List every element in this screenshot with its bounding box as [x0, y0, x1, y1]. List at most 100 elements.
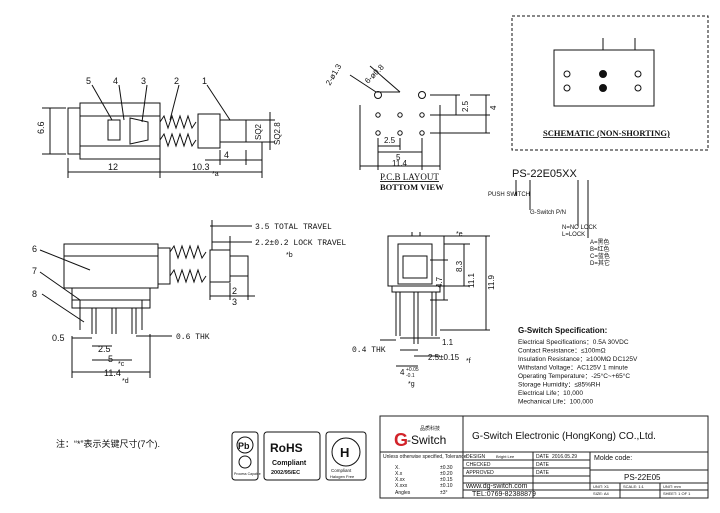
dim-g-mark: *g — [408, 381, 415, 388]
schematic — [511, 15, 709, 151]
hf-label: Halogen Free — [330, 474, 355, 479]
approved-label: APPROVED — [466, 470, 494, 476]
dim-d-mark: *d — [122, 378, 129, 385]
front-view — [39, 220, 255, 378]
label-lock: L=LOCK — [562, 232, 585, 238]
pb-badge — [231, 431, 259, 481]
total-travel: 3.5 TOTAL TRAVEL — [255, 223, 332, 232]
date-label: DATE — [536, 454, 550, 460]
hf-compliant: Compliant — [331, 468, 352, 473]
dim-2: 2 — [232, 286, 237, 296]
label-pn: G-Switch P/N — [530, 210, 566, 216]
end-view-labels: *e 8.3 4.7 11.1 11.9 1.1 0.4 THK 2.5±0.1… — [352, 231, 496, 388]
rohs-compliant: Compliant — [272, 460, 307, 467]
dim-gap: 4 — [224, 150, 229, 160]
dim-5: 5 — [108, 354, 113, 364]
company-name: G-Switch Electronic (HongKong) CO.,Ltd. — [472, 431, 656, 442]
dim-f-mark: *f — [466, 358, 471, 365]
dim-0-5: 0.5 — [52, 333, 65, 343]
color-b: B=红色 — [590, 245, 610, 253]
date-label-2: DATE — [536, 462, 550, 468]
switch-body-end — [67, 107, 81, 155]
tol-x: X. — [395, 465, 400, 471]
label-no-lock: N=NO LOCK — [562, 225, 597, 231]
dim-4-7: 4.7 — [435, 276, 444, 288]
front-view-labels: 6 7 8 3.5 TOTAL TRAVEL 2.2±0.2 LOCK TRAV… — [32, 223, 346, 385]
logo-cn: 品质科技 — [420, 425, 440, 432]
dim-0-4-thk: 0.4 THK — [352, 346, 386, 355]
end-view — [380, 232, 490, 367]
tol-angles: Angles — [395, 490, 411, 496]
callout-5: 5 — [86, 76, 91, 86]
title-block-text: G -Switch 品质科技 G-Switch Electronic (Hong… — [383, 425, 691, 498]
actuator-stem — [219, 119, 247, 143]
callout-6: 6 — [32, 244, 37, 254]
spec-line-8: Mechanical Life：100,000 — [518, 399, 594, 406]
halogen-h-icon: H — [340, 445, 349, 460]
schematic-title: SCHEMATIC (NON-SHORTING) — [543, 128, 670, 138]
spec-line-1: Electrical Specifications：0.5A 30VDC — [518, 339, 629, 346]
color-d: D=其它 — [590, 259, 610, 267]
spec-line-7: Electrical Life：10,000 — [518, 390, 583, 397]
unit-a: UNIT: X1 — [593, 484, 610, 489]
dim-8-3: 8.3 — [455, 260, 464, 272]
callout-2: 2 — [174, 76, 179, 86]
pb-sub-label: Process Capable — [234, 472, 261, 476]
mold-label: Molde code: — [594, 455, 632, 462]
color-c: C=蓝色 — [590, 252, 610, 260]
tolerance-heading: Unless otherwise specified, Tolerance: — [383, 454, 468, 460]
sheet-number: SHEET: 1 OF 1 — [663, 491, 691, 496]
actuator-collar — [197, 113, 221, 149]
rohs-label: RoHS — [270, 441, 303, 455]
front-body — [63, 243, 159, 289]
dim-0-6-thk: 0.6 THK — [176, 333, 210, 342]
unit-b: UNIT: mm — [663, 484, 681, 489]
side-view-labels: 5 4 3 2 1 6.6 12 10.3 *a 4 SQ2 SQ2.8 — [36, 76, 282, 178]
tol-x-val: ±0.30 — [440, 465, 453, 471]
telephone: TEL:0769-82388879 — [472, 491, 536, 498]
dim-c-mark: *c — [118, 361, 125, 368]
tol-xx-val: ±0.20 — [440, 471, 453, 477]
callout-7: 7 — [32, 266, 37, 276]
callout-8: 8 — [32, 289, 37, 299]
schematic-frame — [511, 15, 709, 151]
dim-3: 3 — [232, 297, 237, 307]
tol-xxx: X.xx — [395, 477, 405, 483]
tol-angles-val: ±3° — [440, 490, 448, 496]
dim-pitch: 2.5±0.15 — [428, 353, 460, 362]
dim-body-len: 12 — [108, 162, 118, 172]
scale: SCALE: 1:1 — [623, 484, 645, 489]
dim-11-9: 11.9 — [487, 274, 496, 290]
label-push-switch: PUSH SWITCH — [488, 192, 530, 198]
model-code: PS-22E05XX — [512, 168, 577, 180]
tol-xxx-val: ±0.15 — [440, 477, 453, 483]
design-name: Bright Lee — [496, 454, 515, 459]
pcb-dim-2-5-h: 2.5 — [384, 136, 396, 145]
callout-3: 3 — [141, 76, 146, 86]
pcb-dim-5: 5 — [396, 153, 401, 162]
pcb-title: P.C.B LAYOUT — [380, 172, 439, 182]
part-code: PS-22E05XX PUSH SWITCH G-Switch P/N N=NO… — [488, 168, 610, 267]
dim-4: 4 — [400, 368, 405, 377]
dim-sq-a: SQ2 — [254, 123, 263, 140]
spec-line-5: Operating Temperature：-25°C~+65°C — [518, 372, 630, 380]
spec-line-6: Storage Humidity：≤85%RH — [518, 382, 601, 389]
callout-4: 4 — [113, 76, 118, 86]
spec-block: G-Switch Specification: Electrical Speci… — [518, 326, 638, 406]
rohs-badge — [263, 431, 321, 481]
logo-text: -Switch — [407, 433, 446, 447]
pcb-layout — [349, 65, 490, 170]
date-value: 2016.05.29 — [552, 454, 577, 460]
halogen-free-badge — [325, 431, 367, 481]
pcb-holes-large: 2-ø1.3 — [324, 62, 344, 87]
spec-title: G-Switch Specification: — [518, 326, 607, 335]
dim-11-1: 11.1 — [467, 272, 476, 288]
dim-1-1: 1.1 — [442, 338, 454, 347]
pcb-dim-4: 4 — [489, 105, 498, 110]
spec-line-2: Contact Resistance：≤100mΩ — [518, 348, 606, 355]
dim-tol-low: -0.1 — [406, 373, 415, 379]
dim-tol-high: +0.05 — [406, 367, 419, 373]
dim-stroke-mark: *a — [212, 171, 219, 178]
rohs-directive: 2002/95/EC — [271, 470, 300, 476]
dim-e-mark: *e — [456, 231, 463, 238]
